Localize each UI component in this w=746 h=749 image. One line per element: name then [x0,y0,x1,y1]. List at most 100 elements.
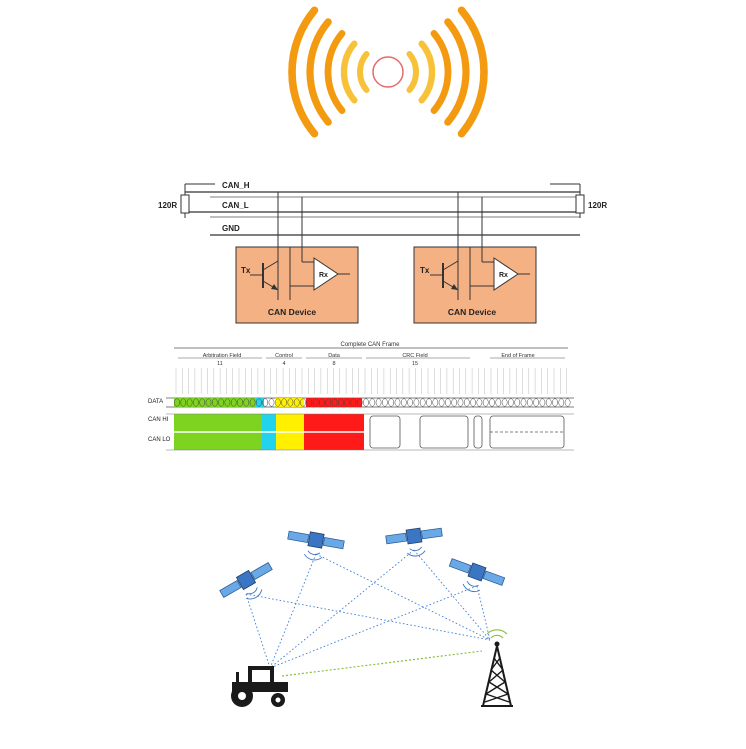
data-bit-cell [363,398,369,407]
field-control-name: Control [275,353,293,359]
data-bit-cell [508,398,514,407]
data-bit-cell [432,398,439,407]
tractor-exhaust [236,672,239,682]
satellite-group [219,527,506,600]
data-bit-cell [174,398,180,407]
field-control-bits: 4 [282,361,285,367]
signal-arc-left-1 [357,51,370,93]
data-bit-cell [356,398,363,407]
data-bit-cell [514,398,521,407]
satellite-panel-left [385,532,408,545]
terminator-left-resistor [180,194,190,214]
satellite-wave-1 [409,546,422,552]
satellite-body [405,527,423,545]
tower-lattice-2 [484,657,510,703]
data-bit-cell [470,398,476,407]
signal-arc-left-5 [288,6,319,138]
tower-wave-1 [490,634,504,639]
device-1-emitter-arrow [271,284,278,290]
ground-link [281,650,483,677]
satellite-wave-1 [466,581,479,587]
satellite-body [235,569,257,591]
data-bit-cell [413,398,420,407]
can-h-label: CAN_H [222,181,250,190]
data-bit-cell [520,398,527,407]
tractor-rear-hub [238,692,246,700]
network-links [245,549,491,669]
row-label-can-hi: CAN HI [148,417,169,423]
wireless-signal-icon [288,6,488,138]
data-bit-cell [325,398,332,407]
satellite-panel-right [420,527,443,540]
data-bit-cell [249,398,256,407]
crc-signal-boxes [369,415,565,449]
satellite-wave-1 [246,587,258,595]
data-bit-cell [438,398,445,407]
data-bit-cell [224,398,231,407]
signal-arc-right-5 [457,6,488,138]
satellite-wave-2 [462,583,481,592]
terminator-right-resistor [575,194,585,214]
device-2-collector [442,260,459,271]
data-bit-cell [489,398,495,407]
terminator-left-label: 120R [158,201,177,210]
data-bit-cell [306,398,313,407]
device-2-rx: Rx [499,272,508,279]
data-bit-cell [243,398,250,407]
data-bit-cell [526,398,533,407]
data-bit-cell [558,398,565,407]
field-eof-name: End of Frame [501,353,534,359]
device-1-amplifier-icon [313,257,339,291]
data-segment-idle [256,398,264,407]
data-bit-cell [300,398,306,407]
data-bit-cell [375,398,382,407]
satellite-icon [448,558,506,592]
satellite-network [219,527,513,707]
can-device-1: Tx Rx CAN Device [235,192,359,324]
satellite-panel-left [448,558,472,574]
satellite-icon [219,561,273,600]
data-bit-cell [382,398,388,407]
field-crc-bits: 15 [412,361,418,367]
data-bit-cell [237,398,243,407]
device-1-box [235,246,359,324]
field-crc-name: CRC Field [402,353,427,359]
tractor-window [252,670,270,682]
frame-title: Complete CAN Frame [340,342,400,348]
can-l-label: CAN_L [222,201,249,210]
data-bit-cell [552,398,558,407]
can-frame-diagram: Complete CAN Frame Arbitration Field 11 … [148,342,574,451]
signal-arc-left-2 [340,40,358,104]
data-bit-cell [268,398,275,407]
data-segment-data [306,398,362,407]
device-2-emitter-arrow [451,284,458,290]
data-bit-cell [533,398,539,407]
satellite-link [413,549,491,641]
satellite-body [307,531,325,549]
signal-arc-right-4 [444,18,470,126]
data-segment-arbitration [174,398,256,407]
data-bit-cell [407,398,413,407]
tower-frame-left [482,645,498,707]
tower-wave-2 [486,629,508,635]
data-bit-cell [495,398,502,407]
signal-arc-left-3 [324,30,346,114]
crc-box-2 [419,415,469,449]
row-label-data: DATA [148,399,163,405]
field-data-bits: 8 [332,361,335,367]
tractor-body [232,682,288,692]
gnd-label: GND [222,224,240,233]
device-1-collector [262,260,279,271]
signal-arc-left-4 [306,18,332,126]
tower-antenna [494,641,500,647]
data-bit-cell [457,398,464,407]
satellite-panel-right [482,570,506,586]
data-bit-cell [230,398,237,407]
data-bit-cells [174,398,571,407]
satellite-wave-1 [307,550,321,556]
tractor-icon [231,666,288,707]
data-bit-cell [205,398,212,407]
data-bit-cell [180,398,187,407]
device-1-tx: Tx [241,266,251,275]
